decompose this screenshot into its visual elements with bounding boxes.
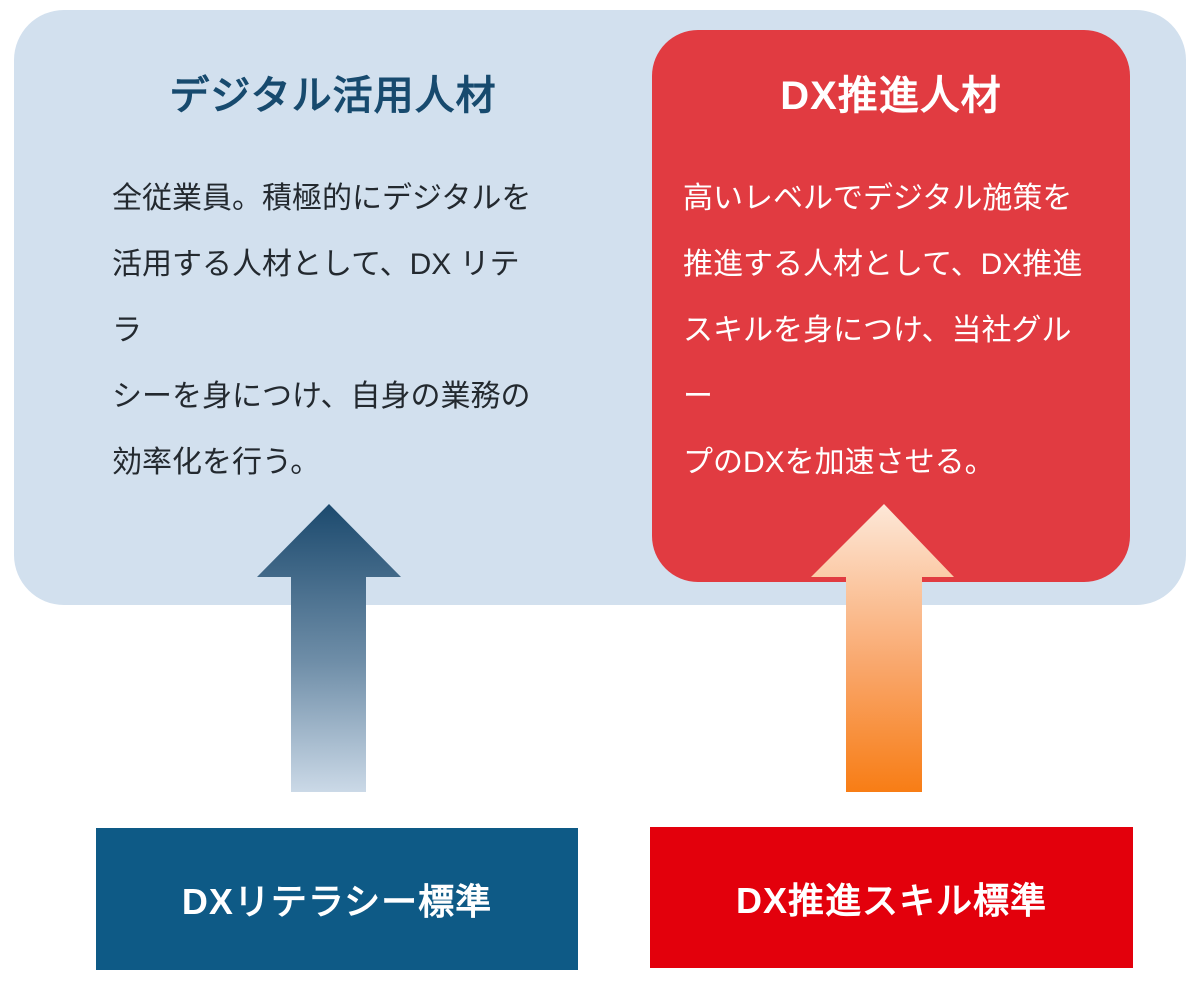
dx-promotion-talent-title: DX推進人材 — [780, 74, 1002, 118]
dx-promotion-skill-standard-label: DX推進スキル標準 — [650, 827, 1133, 968]
up-arrow-orange-icon — [811, 504, 954, 792]
up-arrow-blue-icon — [257, 504, 401, 792]
dx-literacy-standard-label: DXリテラシー標準 — [96, 828, 578, 970]
digital-talent-description: 全従業員。積極的にデジタルを 活用する人材として、DX リテラ シーを身につけ、… — [112, 182, 532, 479]
dx-promotion-talent-description: 高いレベルでデジタル施策を 推進する人材として、DX推進 スキルを身につけ、当社… — [683, 182, 1083, 479]
dx-promotion-talent-panel — [652, 30, 1130, 582]
digital-talent-title: デジタル活用人材 — [169, 74, 497, 118]
